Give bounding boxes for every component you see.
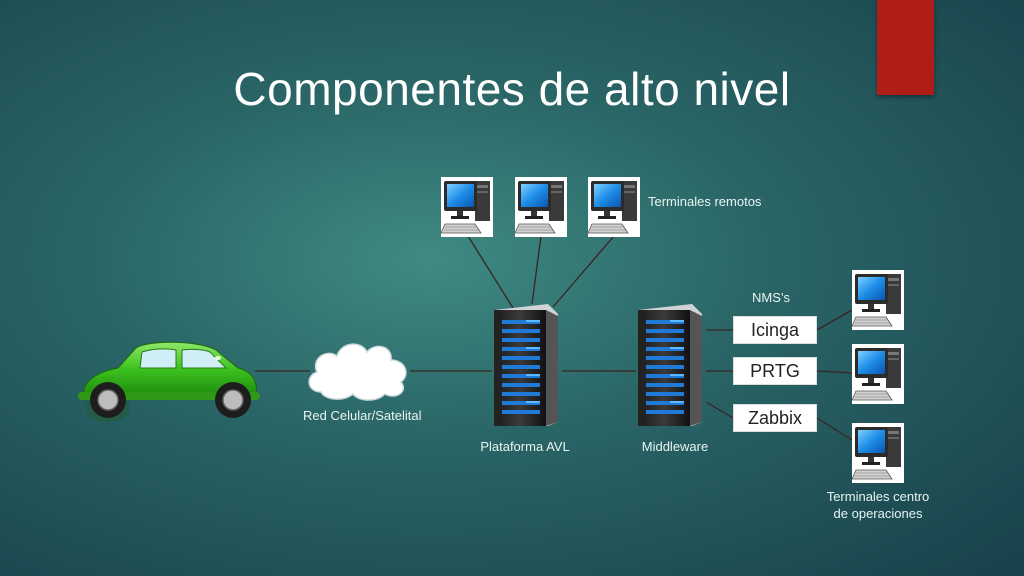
nms-prtg-box: PRTG (733, 357, 817, 385)
link-zabbix-op (816, 417, 853, 441)
link-avl-pc1 (467, 235, 514, 309)
nms-zabbix-box: Zabbix (733, 404, 817, 432)
nms-icinga-box: Icinga (733, 316, 817, 344)
cloud-icon (308, 343, 407, 401)
avl-server-icon (486, 302, 562, 428)
slide-title: Componentes de alto nivel (233, 63, 791, 115)
link-icinga-op (816, 309, 853, 331)
remote-terminals-label: Terminales remotos (648, 194, 762, 209)
accent-bar (877, 0, 934, 95)
desktop-computer-icon (852, 344, 904, 404)
middleware-server-icon (630, 302, 706, 428)
desktop-computer-icon (515, 177, 567, 237)
desktop-computer-icon (852, 423, 904, 483)
link-mw-zabbix (705, 401, 734, 419)
desktop-computer-icon (441, 177, 493, 237)
nms-label: NMS’s (752, 290, 791, 305)
green-car-icon (78, 341, 260, 422)
operations-terminals-label-line1: Terminales centro (826, 489, 930, 504)
link-avl-pc2 (531, 235, 542, 305)
link-avl-pc3 (552, 235, 615, 308)
network-label: Red Celular/Satelital (303, 408, 422, 423)
link-prtg-op (816, 370, 853, 374)
avl-platform-label: Plataforma AVL (480, 439, 570, 454)
operations-terminals-label-line2: de operaciones (833, 506, 923, 521)
desktop-computer-icon (588, 177, 640, 237)
middleware-label: Middleware (641, 439, 709, 454)
desktop-computer-icon (852, 270, 904, 330)
